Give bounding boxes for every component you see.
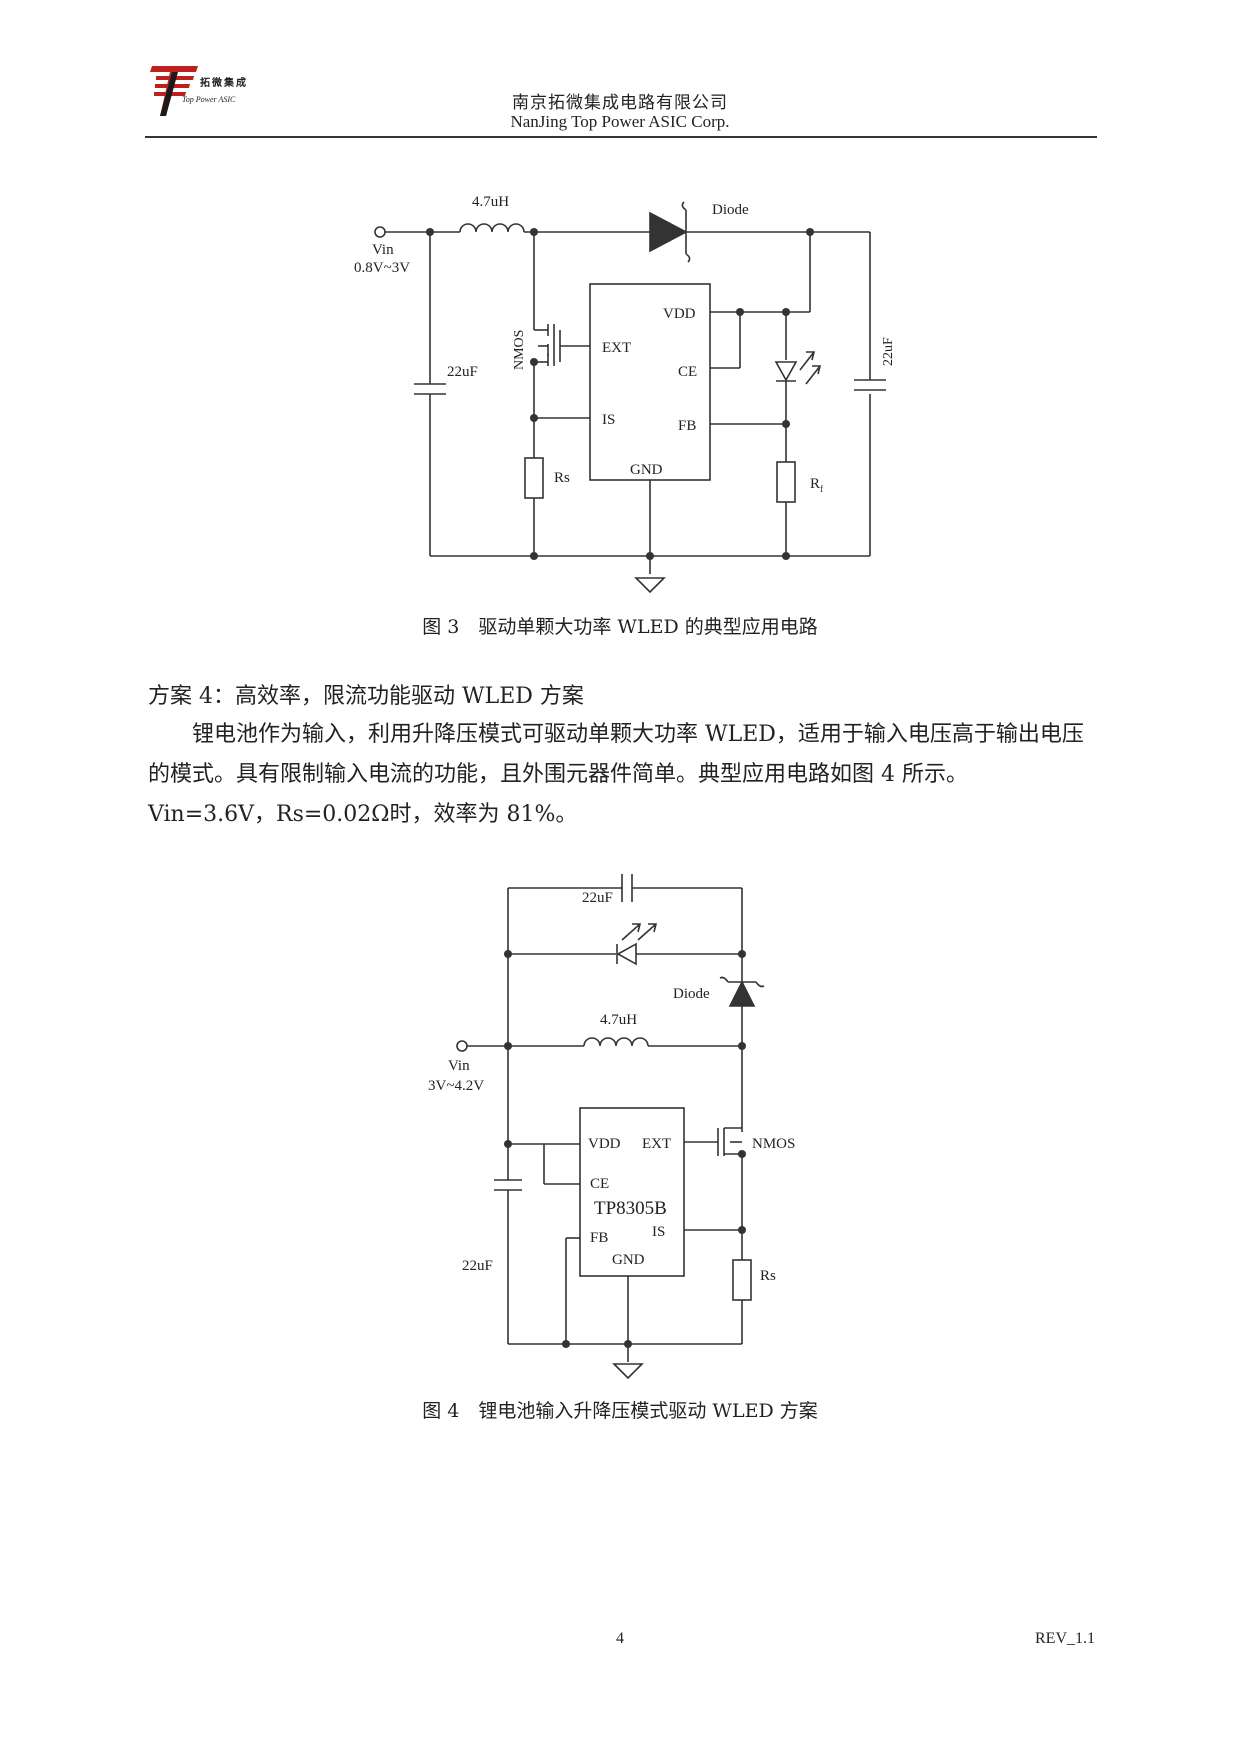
fig4-cap-in-label: 22uF: [462, 1258, 493, 1274]
fig4-pin-is: IS: [652, 1224, 665, 1240]
fig4-rs-label: Rs: [760, 1268, 776, 1284]
section-heading: 方案 4：高效率，限流功能驱动 WLED 方案: [148, 684, 584, 709]
fig4-diode-label: Diode: [673, 986, 710, 1002]
fig4-pin-vdd: VDD: [588, 1136, 621, 1152]
company-name-cn: 南京拓微集成电路有限公司: [512, 93, 728, 113]
fig4-nmos-label: NMOS: [752, 1136, 795, 1152]
fig3-nmos-label: NMOS: [512, 330, 527, 370]
fig3-pin-ext: EXT: [602, 340, 631, 356]
fig3-pin-gnd: GND: [630, 462, 663, 478]
fig3-rs-label: Rs: [554, 470, 570, 486]
fig3-pin-fb: FB: [678, 418, 696, 434]
logo-text-en: Top Power ASIC: [182, 95, 236, 104]
fig3-cap-in-label: 22uF: [447, 364, 478, 380]
figure-4-circuit: 22uF Diode 4.7uH Vin 3V~4.2V VDD EXT CE …: [428, 874, 795, 1380]
fig4-vin-range: 3V~4.2V: [428, 1078, 484, 1094]
company-name-en: NanJing Top Power ASIC Corp.: [510, 112, 730, 131]
fig3-vin-range: 0.8V~3V: [354, 260, 410, 276]
fig3-pin-ce: CE: [678, 364, 697, 380]
fig4-vin-label: Vin: [448, 1058, 470, 1074]
fig4-chip-name: TP8305B: [594, 1198, 667, 1219]
fig3-vin-label: Vin: [372, 242, 394, 258]
figure-4-caption: 图 4 锂电池输入升降压模式驱动 WLED 方案: [422, 1400, 818, 1422]
fig4-pin-fb: FB: [590, 1230, 608, 1246]
fig3-diode-label: Diode: [712, 202, 749, 218]
revision-label: REV_1.1: [1035, 1630, 1095, 1647]
page-number: 4: [616, 1630, 624, 1647]
fig3-pin-vdd: VDD: [663, 306, 696, 322]
fig4-inductor-label: 4.7uH: [600, 1012, 637, 1028]
fig4-pin-gnd: GND: [612, 1252, 645, 1268]
fig4-pin-ext: EXT: [642, 1136, 671, 1152]
fig3-pin-is: IS: [602, 412, 615, 428]
company-logo: [150, 64, 280, 120]
header-rule: [145, 136, 1097, 138]
fig3-inductor-label: 4.7uH: [472, 194, 509, 210]
fig4-cap-top-label: 22uF: [582, 890, 613, 906]
fig3-cap-out-label: 22uF: [881, 337, 896, 366]
figure-3-circuit: 4.7uH Diode Vin 0.8V~3V 22uF 22uF NMOS R…: [354, 194, 896, 594]
fig3-rf-subscript: f: [820, 484, 823, 494]
logo-text-cn: 拓微集成: [200, 78, 248, 89]
fig3-rf-label: R: [810, 476, 820, 492]
figure-3-caption: 图 3 驱动单颗大功率 WLED 的典型应用电路: [422, 616, 818, 638]
section-paragraph: 锂电池作为输入，利用升降压模式可驱动单颗大功率 WLED，适用于输入电压高于输出…: [148, 722, 1084, 827]
fig4-pin-ce: CE: [590, 1176, 609, 1192]
